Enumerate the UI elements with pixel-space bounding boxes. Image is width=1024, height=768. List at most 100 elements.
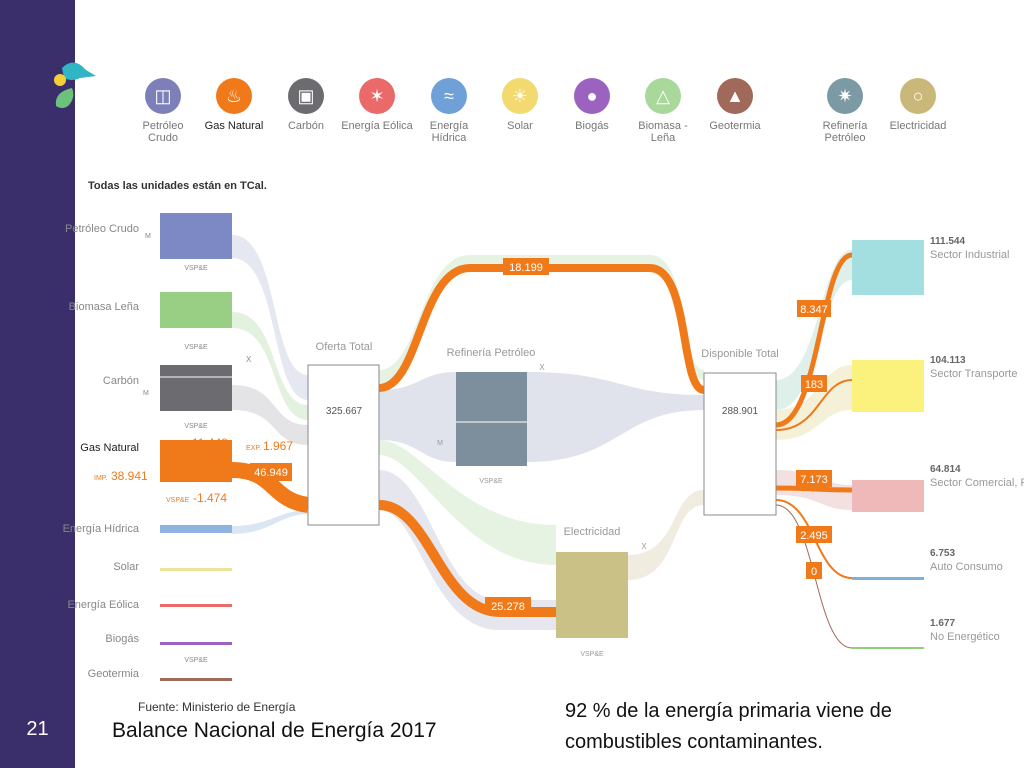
sector-bar-noenergetico — [852, 647, 924, 649]
mine-cart-icon: ▣ — [288, 78, 324, 114]
legend-label: Biogás — [575, 120, 609, 132]
legend-label: Biomasa - Leña — [638, 120, 688, 144]
legend-item-electricidad[interactable]: ○ Electricidad — [882, 78, 954, 132]
sector-bar-comercial — [852, 480, 924, 512]
slide-note: 92 % de la energía primaria viene de com… — [565, 700, 892, 753]
sector-label-autoconsumo: Auto Consumo — [930, 561, 1003, 573]
oil-barrel-icon: ◫ — [145, 78, 181, 114]
vsp-tag: VSP&E — [184, 423, 208, 430]
source-bar-geotermia — [160, 678, 232, 681]
gas-value-industrial: 8.347 — [800, 304, 828, 316]
vsp-tag: VSP&E — [184, 344, 208, 351]
import-tag: M — [143, 390, 149, 397]
legend-label: Carbón — [287, 120, 325, 132]
vsp-tag: VSP&E — [479, 478, 503, 485]
node-disponible-total[interactable] — [703, 372, 777, 516]
legend-item-solar[interactable]: ☀ Solar — [484, 78, 556, 132]
sector-value-noenergetico: 1.677 — [930, 618, 955, 629]
source-label-gas: Gas Natural — [80, 442, 139, 454]
gas-badge-transporte — [801, 375, 827, 392]
gas-value-autoconsumo: 2.495 — [800, 530, 828, 542]
legend-item-biogas[interactable]: ● Biogás — [556, 78, 628, 132]
gas-flow-value: 46.949 — [254, 467, 288, 479]
gas-vsp-value: -1.474 — [193, 491, 227, 505]
source-label-petroleo: Petróleo Crudo — [65, 223, 139, 235]
node-label-refineria: Refinería Petróleo — [447, 347, 536, 359]
legend: ◫ Petróleo Crudo ♨ Gas Natural ▣ Carbón … — [0, 78, 1024, 158]
source-credit: Fuente: Ministerio de Energía — [138, 700, 296, 714]
legend-label: Petróleo Crudo — [142, 120, 184, 144]
wind-turbine-icon: ✶ — [359, 78, 395, 114]
gas-prod-value: 11.448 — [192, 436, 228, 450]
gas-vsp-label: VSP&E — [166, 497, 190, 504]
legend-item-geotermia[interactable]: ▲ Geotermia — [699, 78, 771, 132]
source-bar-hidrica — [160, 525, 232, 533]
legend-item-biomasa[interactable]: △ Biomasa - Leña — [627, 78, 699, 144]
sun-icon: ☀ — [502, 78, 538, 114]
export-tag: X — [641, 542, 647, 551]
legend-label: Energía Eólica — [341, 120, 413, 132]
node-label-disponible: Disponible Total — [701, 348, 778, 360]
sector-value-autoconsumo: 6.753 — [930, 548, 955, 559]
source-bar-petroleo — [160, 213, 232, 259]
source-bar-carbon — [160, 365, 232, 411]
legend-label: Refinería Petróleo — [822, 120, 868, 144]
gas-value-comercial: 7.173 — [800, 474, 828, 486]
node-value-oferta: 325.667 — [326, 406, 363, 417]
vsp-tag: VSP&E — [580, 651, 604, 658]
source-bar-eolica — [160, 604, 232, 607]
biomass-icon: △ — [645, 78, 681, 114]
legend-label: Solar — [507, 120, 533, 132]
export-tag: X — [246, 355, 252, 364]
legend-item-gas[interactable]: ♨ Gas Natural — [198, 78, 270, 132]
geothermal-icon: ▲ — [717, 78, 753, 114]
sector-label-comercial: Sector Comercial, Público y Residencial — [930, 477, 1024, 489]
legend-item-refineria[interactable]: ✷ Refinería Petróleo — [809, 78, 881, 144]
legend-label: Energía Hídrica — [429, 120, 469, 144]
import-tag: M — [437, 440, 443, 447]
legend-item-eolica[interactable]: ✶ Energía Eólica — [341, 78, 413, 132]
gas-badge-disponible — [503, 258, 549, 275]
gas-value-noenergetico: 0 — [811, 566, 817, 578]
legend-item-petroleo[interactable]: ◫ Petróleo Crudo — [127, 78, 199, 144]
sector-value-industrial: 111.544 — [930, 236, 965, 247]
node-value-disponible: 288.901 — [722, 406, 759, 417]
gas-badge-industrial — [797, 300, 831, 317]
source-label-eolica: Energía Eólica — [67, 599, 139, 611]
gas-badge-electricidad — [485, 597, 531, 614]
logo-icon — [54, 62, 96, 108]
page-number: 21 — [26, 718, 49, 740]
flame-icon: ♨ — [216, 78, 252, 114]
gas-badge-autoconsumo — [796, 526, 832, 543]
gas-exp-value: 1.967 — [263, 439, 293, 453]
node-oferta-total[interactable] — [307, 364, 380, 526]
sector-label-industrial: Sector Industrial — [930, 249, 1009, 261]
units-note: Todas las unidades están en TCal. — [88, 180, 267, 192]
source-label-solar: Solar — [113, 561, 139, 573]
gas-imp-value: 38.941 — [111, 469, 148, 483]
sector-bar-transporte — [852, 360, 924, 412]
water-waves-icon: ≈ — [431, 78, 467, 114]
gas-value-electricidad: 25.278 — [491, 601, 525, 613]
node-label-oferta: Oferta Total — [316, 341, 373, 353]
node-electricidad[interactable] — [556, 552, 628, 638]
node-refineria[interactable] — [456, 372, 527, 466]
gas-exp-label: EXP. — [246, 445, 261, 452]
sidebar — [0, 0, 75, 768]
lightbulb-icon: ○ — [900, 78, 936, 114]
legend-item-hidrica[interactable]: ≈ Energía Hídrica — [413, 78, 485, 144]
vsp-tag: VSP&E — [184, 265, 208, 272]
slide-title: Balance Nacional de Energía 2017 — [112, 719, 437, 742]
import-tag: M — [145, 233, 151, 240]
source-bar-gas — [160, 440, 232, 482]
source-label-carbon: Carbón — [103, 375, 139, 387]
source-bar-biogas — [160, 642, 232, 645]
legend-item-carbon[interactable]: ▣ Carbón — [270, 78, 342, 132]
source-label-hidrica: Energía Hídrica — [63, 523, 140, 535]
source-bar-solar — [160, 568, 232, 571]
gas-badge-comercial — [796, 470, 832, 487]
sankey-diagram: Petróleo Crudo M VSP&E Biomasa Leña VSP&… — [63, 213, 1024, 681]
gas-value-transporte: 183 — [805, 379, 823, 391]
export-tag: X — [539, 363, 545, 372]
sector-bar-autoconsumo — [852, 577, 924, 580]
